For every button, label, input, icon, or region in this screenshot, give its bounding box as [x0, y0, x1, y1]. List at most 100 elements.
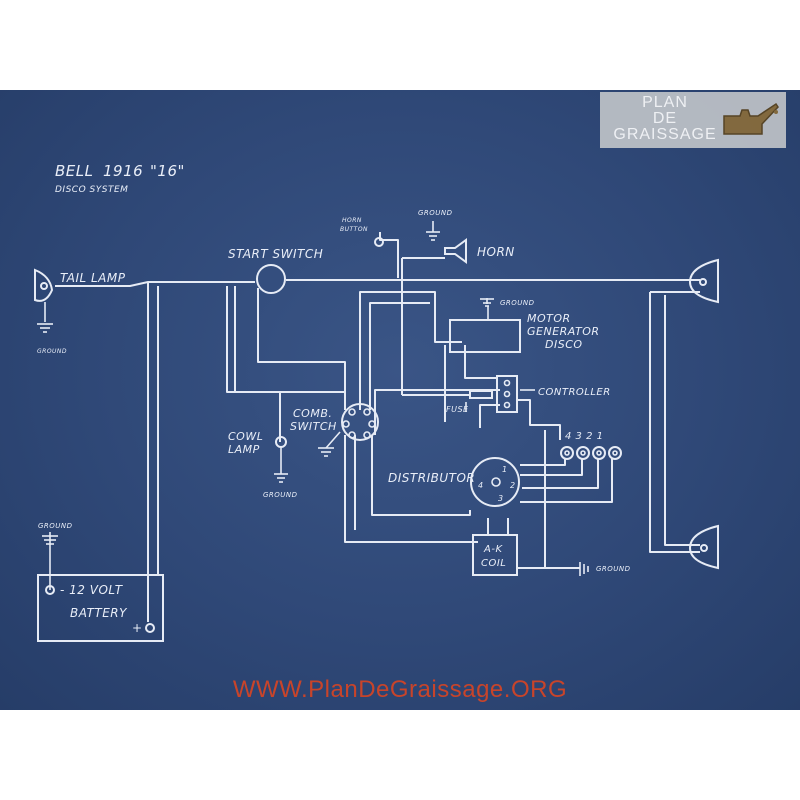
- battery: [37, 574, 164, 642]
- label-distributor: DISTRIBUTOR: [388, 471, 475, 485]
- start-switch: [256, 264, 286, 294]
- spark-plug-1: [608, 446, 622, 460]
- label-cowl-1: COWL: [228, 430, 263, 443]
- label-ground-motor: GROUND: [500, 299, 535, 307]
- spark-plug-4-core: [564, 450, 570, 456]
- footer-url[interactable]: WWW.PlanDeGraissage.ORG: [232, 676, 568, 703]
- label-controller: CONTROLLER: [538, 387, 611, 398]
- distributor-terminal-3: 3: [498, 494, 504, 503]
- wire-controller-lower: [479, 404, 500, 428]
- logo-line-3: GRAISSAGE: [613, 126, 717, 143]
- spark-plug-2-core: [596, 450, 602, 456]
- comb-terminal-3: [342, 420, 350, 428]
- wire-plug-4: [520, 458, 566, 466]
- fuse: [469, 390, 493, 399]
- spark-plug-3-core: [580, 450, 586, 456]
- wire-plug-3: [520, 458, 583, 476]
- logo-text: PLAN DE GRAISSAGE: [606, 95, 724, 143]
- spark-plug-4: [560, 446, 574, 460]
- wiring-diagram: BELL 1916 "16" DISCO SYSTEM: [34, 162, 719, 642]
- motor-generator: [449, 319, 521, 353]
- headlamp-bottom-bulb: [700, 544, 708, 552]
- wire-start-comb: [257, 288, 346, 410]
- wire-right-headlamp-2: [664, 295, 700, 546]
- distributor: [470, 457, 520, 507]
- logo-line-2: DE: [652, 110, 678, 127]
- wire-comb-motor: [359, 291, 462, 410]
- wire-controller-right: [518, 399, 561, 440]
- label-battery-volt: - 12 VOLT: [60, 583, 124, 597]
- wire-controller-comb: [374, 389, 500, 435]
- headlamp-top-bulb: [699, 278, 707, 286]
- wiring-diagram-blueprint: BELL 1916 "16" DISCO SYSTEM: [0, 90, 800, 710]
- horn: [444, 238, 467, 264]
- wire-plug-2: [522, 458, 599, 489]
- battery-negative-terminal: [45, 585, 55, 595]
- spark-plug-3: [576, 446, 590, 460]
- label-horn-button-1: HORN: [342, 217, 362, 224]
- ground-symbol-comb: [318, 431, 341, 457]
- label-motor-1: MOTOR: [527, 312, 571, 325]
- controller-terminal-1: [503, 379, 511, 387]
- ground-symbol-coil: [579, 562, 589, 576]
- label-comb-2: SWITCH: [290, 420, 337, 433]
- label-ground-battery: GROUND: [38, 522, 73, 530]
- label-ground-horn: GROUND: [418, 209, 453, 217]
- label-fuse: FUSE: [446, 405, 469, 414]
- comb-switch: [341, 403, 379, 441]
- coil: [472, 534, 518, 576]
- wire-right-headlamp: [649, 292, 700, 553]
- wire-plug-1: [520, 458, 613, 503]
- label-ground-cowl: GROUND: [263, 491, 298, 499]
- oil-can-icon: [723, 102, 779, 135]
- label-cowl-2: LAMP: [228, 443, 260, 456]
- ground-symbol-battery: [42, 532, 58, 590]
- label-horn: HORN: [477, 245, 515, 259]
- label-ground-tail: GROUND: [37, 348, 67, 355]
- wire-motor-controller: [464, 345, 498, 379]
- comb-terminal-2: [363, 408, 371, 416]
- headlamp-bottom-right: [688, 524, 719, 570]
- ground-symbol-horn: [426, 221, 440, 241]
- label-horn-button-2: BUTTON: [340, 226, 368, 233]
- controller-terminal-2: [503, 390, 511, 398]
- distributor-terminal-1: 1: [502, 465, 508, 474]
- wire-left-cluster: [226, 286, 345, 393]
- title-system: DISCO SYSTEM: [55, 185, 128, 195]
- wire-comb-coil: [344, 435, 478, 543]
- wire-tail-start: [55, 281, 255, 287]
- label-tail-lamp: TAIL LAMP: [60, 271, 126, 285]
- ground-symbol-tail: [37, 323, 53, 333]
- label-comb-1: COMB.: [293, 407, 332, 420]
- label-ground-coil: GROUND: [596, 565, 631, 573]
- ground-symbol-cowl: [274, 447, 288, 483]
- controller-terminal-3: [503, 401, 511, 409]
- label-battery-name: BATTERY: [70, 606, 128, 620]
- label-plug-numbers: 4 3 2 1: [565, 431, 604, 442]
- logo-line-1: PLAN: [642, 94, 688, 111]
- label-motor-2: GENERATOR: [527, 325, 600, 338]
- comb-terminal-1: [348, 408, 356, 416]
- horn-button: [374, 237, 384, 247]
- title-make: BELL: [55, 162, 93, 180]
- plan-de-graissage-logo: PLAN DE GRAISSAGE: [600, 92, 786, 148]
- wire-comb-distributor: [371, 435, 471, 516]
- comb-terminal-5: [348, 431, 356, 439]
- distributor-terminal-4: 4: [478, 481, 484, 490]
- label-motor-3: DISCO: [545, 338, 583, 351]
- wire-comb-up: [369, 302, 430, 410]
- label-coil-1: A-K: [483, 544, 503, 555]
- label-coil-2: COIL: [481, 558, 506, 569]
- comb-terminal-6: [363, 431, 371, 439]
- ground-symbol-motor: [480, 298, 494, 320]
- label-start-switch: START SWITCH: [228, 247, 323, 261]
- title-model: "16": [150, 162, 185, 180]
- spark-plug-1-core: [612, 450, 618, 456]
- battery-positive-terminal: [145, 623, 155, 633]
- spark-plug-2: [592, 446, 606, 460]
- title-year: 1916: [103, 162, 143, 180]
- controller: [496, 375, 518, 413]
- headlamp-top-right: [688, 258, 719, 304]
- distributor-rotor: [491, 477, 501, 487]
